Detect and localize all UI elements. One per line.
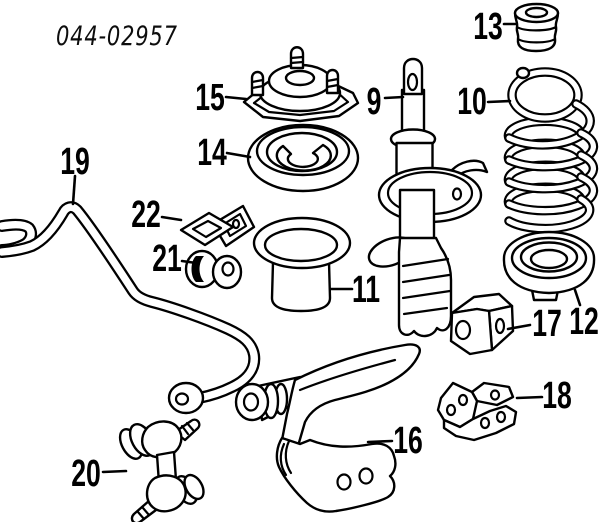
bushing-slot bbox=[494, 317, 506, 335]
leader-18 bbox=[515, 395, 544, 400]
callout-18[interactable]: 18 bbox=[542, 373, 572, 416]
bracket-plate-left bbox=[179, 211, 235, 247]
strut-bracket-ribs bbox=[401, 257, 452, 316]
callout-21[interactable]: 21 bbox=[152, 236, 182, 279]
link-bottom-ball bbox=[145, 474, 187, 513]
mount-stud-left-threads bbox=[250, 78, 265, 90]
arm-blade-fold bbox=[298, 358, 397, 392]
callout-12[interactable]: 12 bbox=[569, 299, 599, 342]
bushing-bore bbox=[454, 319, 472, 341]
part-13-bump-stop bbox=[513, 2, 560, 53]
arm-plate-flange-lines bbox=[279, 439, 293, 477]
callout-22[interactable]: 22 bbox=[131, 192, 161, 235]
bracket-wing-hole-2 bbox=[495, 410, 507, 424]
coil-wire-end bbox=[515, 66, 531, 80]
part-20-stabilizer-link bbox=[118, 418, 205, 522]
bracket-block-hole-top bbox=[457, 393, 469, 407]
link-top-ball bbox=[140, 420, 183, 459]
part-17-arm-bushing bbox=[449, 292, 515, 356]
coil-front bbox=[506, 196, 593, 232]
leader-14 bbox=[225, 151, 252, 159]
figure-code-text: 044-02957 bbox=[56, 20, 178, 51]
callout-16[interactable]: 16 bbox=[393, 418, 423, 461]
retainer-hole bbox=[221, 261, 235, 277]
bump-stop-rib bbox=[515, 25, 558, 32]
strut-rod bbox=[400, 88, 426, 137]
part-10-coil-spring bbox=[503, 66, 599, 234]
bumper-body bbox=[270, 260, 332, 313]
part-21-bushing-retainer bbox=[184, 249, 243, 290]
bumper-flange-inner bbox=[263, 227, 339, 263]
leader-19 bbox=[71, 174, 77, 206]
bump-stop-bore bbox=[524, 6, 549, 19]
arm-plate-hole-1 bbox=[336, 473, 352, 491]
mount-stud-right-threads bbox=[325, 77, 340, 89]
leader-lines bbox=[71, 22, 582, 474]
callout-11[interactable]: 11 bbox=[352, 267, 380, 310]
mount-stud-left bbox=[250, 70, 265, 97]
bracket-wing-hole-1 bbox=[479, 416, 491, 430]
callout-9[interactable]: 9 bbox=[367, 79, 382, 122]
link-top-bolt-threads bbox=[180, 421, 195, 436]
leader-15 bbox=[224, 95, 248, 101]
part-15-strut-mount bbox=[242, 46, 360, 123]
part-19-stabilizer-bar bbox=[0, 201, 261, 415]
part-9-shock-absorber bbox=[367, 57, 489, 338]
coil-front bbox=[506, 152, 596, 192]
leader-10 bbox=[486, 99, 512, 104]
link-bottom-bolt-threads bbox=[136, 506, 151, 521]
insulator-bore bbox=[529, 248, 569, 270]
coil-top-turn bbox=[509, 69, 581, 121]
callout-14[interactable]: 14 bbox=[197, 130, 227, 173]
leader-12 bbox=[573, 288, 582, 307]
bracket-plate-left-inner bbox=[191, 219, 223, 239]
bar-tube bbox=[0, 203, 258, 402]
strut-rod-hole bbox=[406, 72, 419, 92]
bracket-hole bbox=[231, 218, 241, 230]
strut-bracket bbox=[397, 236, 453, 338]
coil-front bbox=[506, 130, 596, 170]
callout-15[interactable]: 15 bbox=[195, 75, 225, 118]
part-18-bushing-bracket bbox=[436, 381, 518, 442]
strut-seat-hole bbox=[451, 187, 463, 201]
bar-eyelet-hole bbox=[174, 392, 190, 406]
part-16-lower-control-arm bbox=[234, 343, 421, 513]
seat-horseshoe bbox=[275, 143, 333, 172]
callouts: 13 15 9 10 14 19 22 21 11 17 12 18 16 20 bbox=[60, 4, 599, 494]
part-14-spring-seat-upper bbox=[246, 123, 360, 193]
bracket-plate-right-inner bbox=[222, 212, 248, 238]
bump-stop-rib bbox=[516, 37, 557, 44]
callout-10[interactable]: 10 bbox=[457, 79, 487, 122]
leader-20 bbox=[101, 469, 128, 474]
coil-front bbox=[506, 174, 596, 214]
link-bottom-washer-2 bbox=[183, 473, 205, 501]
arm-bushing-eye-hole bbox=[242, 392, 260, 412]
callout-20[interactable]: 20 bbox=[71, 451, 101, 494]
leader-22 bbox=[160, 215, 183, 222]
coil-front bbox=[506, 101, 593, 148]
strut-body-lower bbox=[398, 188, 436, 243]
leader-21 bbox=[180, 259, 198, 265]
callout-17[interactable]: 17 bbox=[532, 301, 562, 344]
mount-stud-top-threads bbox=[289, 55, 305, 65]
part-11-spring-bumper bbox=[252, 216, 352, 313]
leader-16 bbox=[366, 439, 394, 444]
arm-plate bbox=[275, 436, 397, 513]
callout-13[interactable]: 13 bbox=[473, 4, 503, 47]
bracket-block-hole-left bbox=[445, 403, 457, 417]
part-12-spring-insulator-lower bbox=[502, 230, 596, 302]
callout-19[interactable]: 19 bbox=[60, 139, 90, 182]
arm-plate-hole-2 bbox=[358, 467, 374, 485]
part-22-stabilizer-brackets bbox=[179, 204, 256, 248]
mount-top-hole bbox=[284, 69, 316, 87]
leader-17 bbox=[506, 323, 532, 331]
leader-9 bbox=[383, 95, 405, 100]
bracket-flap-hole bbox=[489, 389, 501, 401]
